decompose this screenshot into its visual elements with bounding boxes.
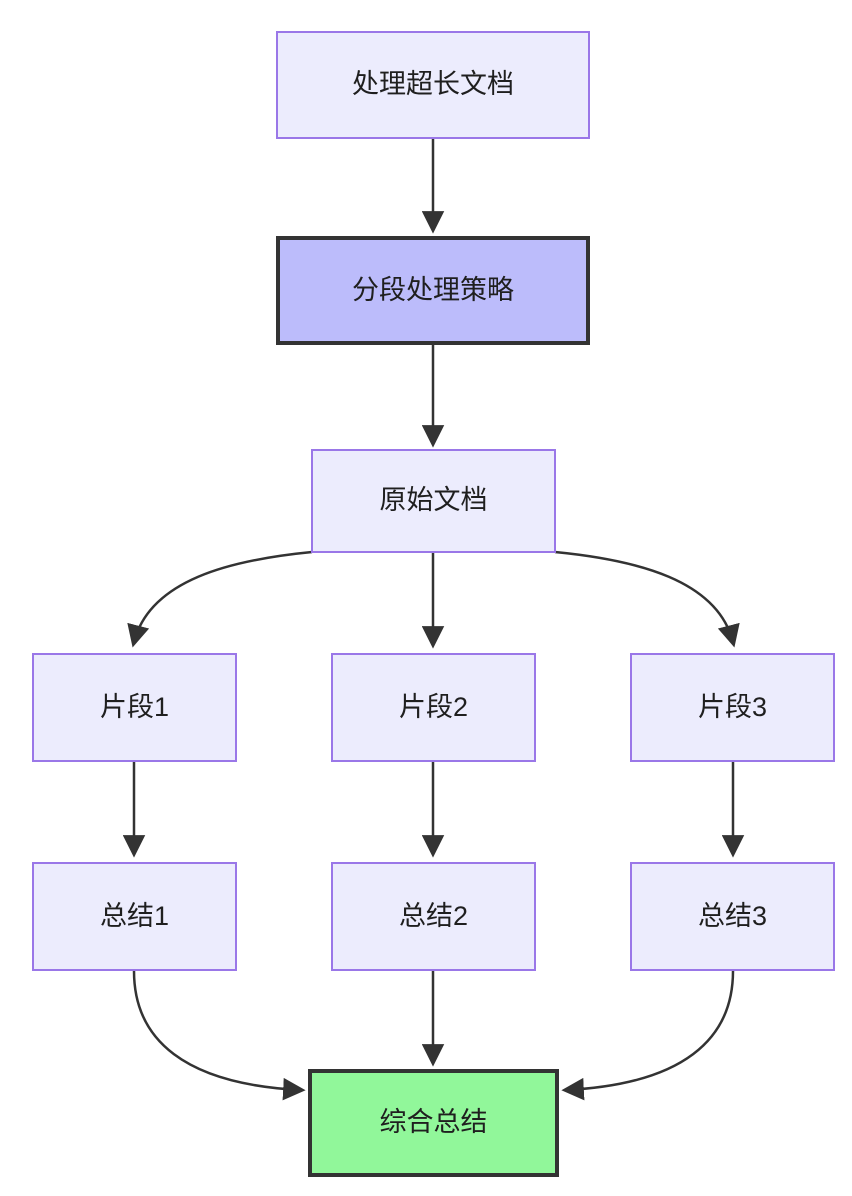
node-label: 处理超长文档 bbox=[352, 69, 514, 100]
node-fragment-1[interactable]: 片段1 bbox=[32, 653, 237, 762]
edge-source-frag1 bbox=[127, 550, 313, 648]
node-chunking-strategy[interactable]: 分段处理策略 bbox=[276, 236, 590, 345]
node-label: 片段2 bbox=[398, 691, 469, 722]
node-label: 综合总结 bbox=[379, 1107, 488, 1138]
node-label: 片段1 bbox=[99, 691, 170, 722]
node-summary-3[interactable]: 总结3 bbox=[630, 862, 835, 971]
edge-sum3-final bbox=[561, 970, 735, 1101]
node-label: 片段3 bbox=[697, 691, 768, 722]
node-label: 分段处理策略 bbox=[352, 274, 514, 305]
edge-source-frag3 bbox=[554, 550, 740, 648]
node-process-long-document[interactable]: 处理超长文档 bbox=[276, 31, 590, 139]
node-source-document[interactable]: 原始文档 bbox=[311, 449, 556, 553]
node-summary-1[interactable]: 总结1 bbox=[32, 862, 237, 971]
edge-sum1-final bbox=[132, 970, 306, 1101]
node-label: 原始文档 bbox=[379, 485, 488, 516]
node-label: 总结1 bbox=[99, 900, 170, 931]
node-summary-2[interactable]: 总结2 bbox=[331, 862, 536, 971]
node-label: 总结2 bbox=[398, 900, 469, 931]
node-fragment-3[interactable]: 片段3 bbox=[630, 653, 835, 762]
node-fragment-2[interactable]: 片段2 bbox=[331, 653, 536, 762]
node-comprehensive-summary[interactable]: 综合总结 bbox=[308, 1069, 559, 1177]
node-label: 总结3 bbox=[697, 900, 768, 931]
